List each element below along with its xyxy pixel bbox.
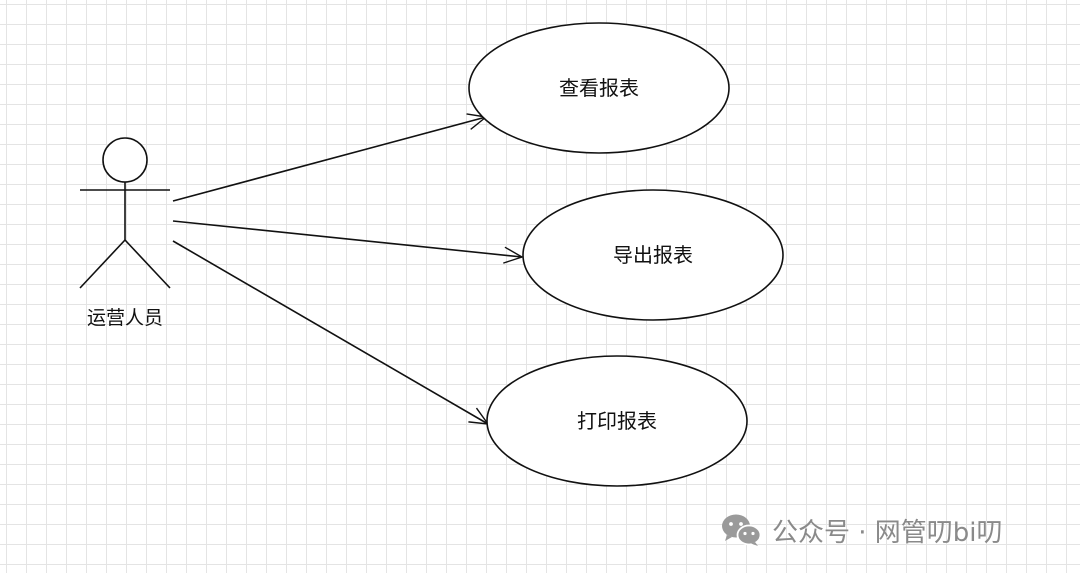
association-view-report[interactable]	[172, 117, 486, 202]
use-case-ellipse	[486, 355, 748, 487]
use-case-label: 查看报表	[559, 76, 639, 100]
actor-right-leg	[124, 239, 171, 289]
association-print-report[interactable]	[172, 240, 488, 424]
watermark-text: 公众号 · 网管叨bi叨	[772, 517, 1003, 548]
actor-head	[102, 137, 148, 183]
use-case-ellipse	[522, 189, 784, 321]
actor[interactable]: 运营人员	[79, 137, 171, 329]
use-case-ellipse	[468, 22, 730, 154]
watermark: 公众号 · 网管叨bi叨	[720, 508, 1003, 552]
use-case-label: 打印报表	[577, 409, 657, 433]
actor-label: 运营人员	[87, 307, 163, 329]
use-case-export-report[interactable]: 导出报表	[522, 189, 784, 321]
actor-left-leg	[79, 239, 126, 289]
use-case-print-report[interactable]: 打印报表	[486, 355, 748, 487]
use-case-label: 导出报表	[613, 243, 693, 267]
association-export-report[interactable]	[172, 220, 522, 257]
use-case-view-report[interactable]: 查看报表	[468, 22, 730, 154]
wechat-icon	[722, 514, 762, 546]
